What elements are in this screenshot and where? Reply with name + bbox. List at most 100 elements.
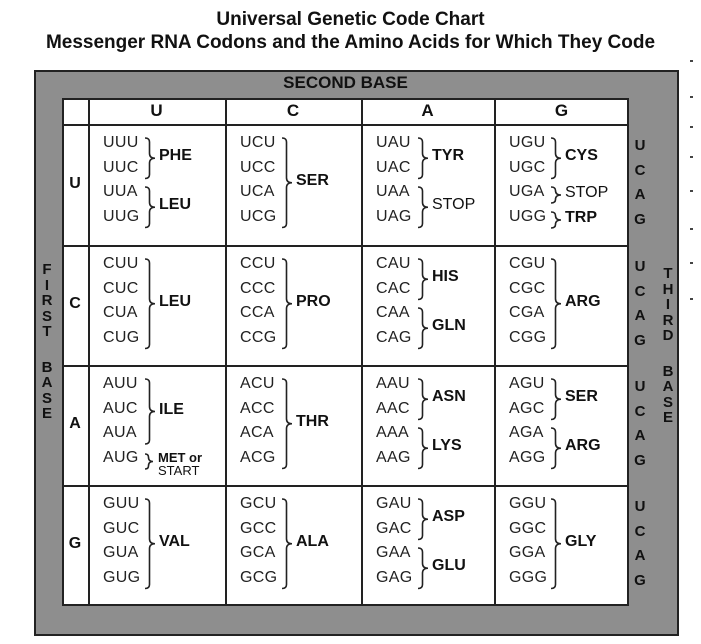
second-base-header: G bbox=[554, 101, 569, 120]
codon-grid bbox=[62, 98, 629, 606]
brace bbox=[550, 427, 562, 470]
codon: UGU bbox=[509, 134, 546, 151]
amino-acid-label: VAL bbox=[159, 532, 190, 550]
codon: AUA bbox=[103, 424, 137, 441]
codon: UUC bbox=[103, 158, 139, 176]
amino-acid-label: ARG bbox=[565, 437, 601, 455]
codon: CCC bbox=[240, 279, 276, 297]
amino-acid-label: LYS bbox=[432, 437, 462, 455]
codon: AUC bbox=[103, 399, 138, 417]
codon: GCU bbox=[240, 495, 277, 512]
codon: AAA bbox=[376, 424, 409, 441]
third-base-letter: C bbox=[634, 402, 646, 420]
brace bbox=[281, 498, 293, 590]
amino-acid-label: STOP bbox=[432, 196, 476, 214]
margin-mark bbox=[690, 298, 693, 300]
brace bbox=[550, 210, 562, 229]
amino-acid-label: SER bbox=[296, 171, 329, 189]
margin-mark bbox=[690, 60, 693, 62]
codon: GGC bbox=[509, 519, 547, 537]
third-base-letter: U bbox=[634, 378, 646, 395]
row-divider bbox=[64, 365, 629, 367]
third-base-letter: A bbox=[634, 427, 646, 444]
brace bbox=[550, 258, 562, 350]
codon: GUG bbox=[103, 568, 141, 586]
brace bbox=[417, 498, 429, 541]
codon: GAU bbox=[376, 495, 412, 512]
brace bbox=[144, 378, 156, 445]
codon: CAC bbox=[376, 279, 411, 297]
brace bbox=[417, 427, 429, 470]
codon: CCU bbox=[240, 255, 276, 272]
codon: UGC bbox=[509, 158, 546, 176]
third-base-letter: C bbox=[634, 161, 646, 179]
codon: AUG bbox=[103, 448, 139, 466]
codon: GUA bbox=[103, 544, 139, 561]
brace bbox=[144, 186, 156, 229]
margin-mark bbox=[690, 156, 693, 158]
codon: ACA bbox=[240, 424, 274, 441]
codon: CGA bbox=[509, 304, 545, 321]
codon: AGG bbox=[509, 448, 546, 466]
brace bbox=[550, 186, 562, 204]
header-divider bbox=[64, 124, 629, 126]
brace bbox=[417, 547, 429, 590]
codon: CGG bbox=[509, 328, 547, 346]
codon: GAA bbox=[376, 544, 411, 561]
codon: CUC bbox=[103, 279, 139, 297]
codon: AAC bbox=[376, 399, 410, 417]
codon: UCC bbox=[240, 158, 276, 176]
brace bbox=[144, 137, 156, 180]
codon: AAG bbox=[376, 448, 411, 466]
brace bbox=[281, 137, 293, 229]
codon: UGG bbox=[509, 207, 547, 225]
amino-acid-label: LEU bbox=[159, 196, 191, 214]
row-divider bbox=[64, 485, 629, 487]
amino-acid-label: HIS bbox=[432, 268, 459, 286]
codon: GGG bbox=[509, 568, 548, 586]
second-base-label: SECOND BASE bbox=[283, 73, 408, 92]
codon: CCG bbox=[240, 328, 277, 346]
amino-acid-label: THR bbox=[296, 412, 329, 430]
amino-acid-label: PHE bbox=[159, 147, 192, 165]
codon: UGA bbox=[509, 183, 545, 200]
chart-title: Universal Genetic Code Chart bbox=[216, 9, 485, 30]
codon: AUU bbox=[103, 375, 138, 392]
start-label-line1: MET or bbox=[158, 449, 203, 465]
codon: GUU bbox=[103, 495, 140, 512]
amino-acid-label: STOP bbox=[565, 184, 609, 201]
codon: CAG bbox=[376, 328, 412, 346]
codon: UCU bbox=[240, 134, 276, 151]
brace bbox=[550, 378, 562, 421]
third-base-letter: C bbox=[634, 522, 646, 540]
brace bbox=[417, 186, 429, 229]
codon: GAC bbox=[376, 519, 412, 537]
amino-acid-label: PRO bbox=[296, 292, 331, 310]
codon: CAU bbox=[376, 255, 411, 272]
column-divider bbox=[225, 100, 227, 606]
amino-acid-label: GLU bbox=[432, 557, 466, 575]
column-divider bbox=[361, 100, 363, 606]
column-divider bbox=[494, 100, 496, 606]
start-label-line2: START bbox=[158, 462, 200, 478]
brace bbox=[144, 498, 156, 590]
brace bbox=[417, 378, 429, 421]
codon: GGA bbox=[509, 544, 546, 561]
amino-acid-label: ALA bbox=[296, 532, 329, 550]
codon: CUU bbox=[103, 255, 139, 272]
amino-acid-label: CYS bbox=[565, 147, 598, 165]
margin-mark bbox=[690, 190, 693, 192]
brace bbox=[144, 258, 156, 350]
codon: CUG bbox=[103, 328, 140, 346]
codon: AGA bbox=[509, 424, 544, 441]
third-base-letter: G bbox=[634, 451, 646, 469]
codon: ACC bbox=[240, 399, 275, 417]
third-base-letter: G bbox=[634, 331, 646, 349]
codon: AAU bbox=[376, 375, 410, 392]
amino-acid-label: ASP bbox=[432, 508, 465, 526]
codon: GCC bbox=[240, 519, 277, 537]
codon: GAG bbox=[376, 568, 413, 586]
brace bbox=[417, 137, 429, 180]
